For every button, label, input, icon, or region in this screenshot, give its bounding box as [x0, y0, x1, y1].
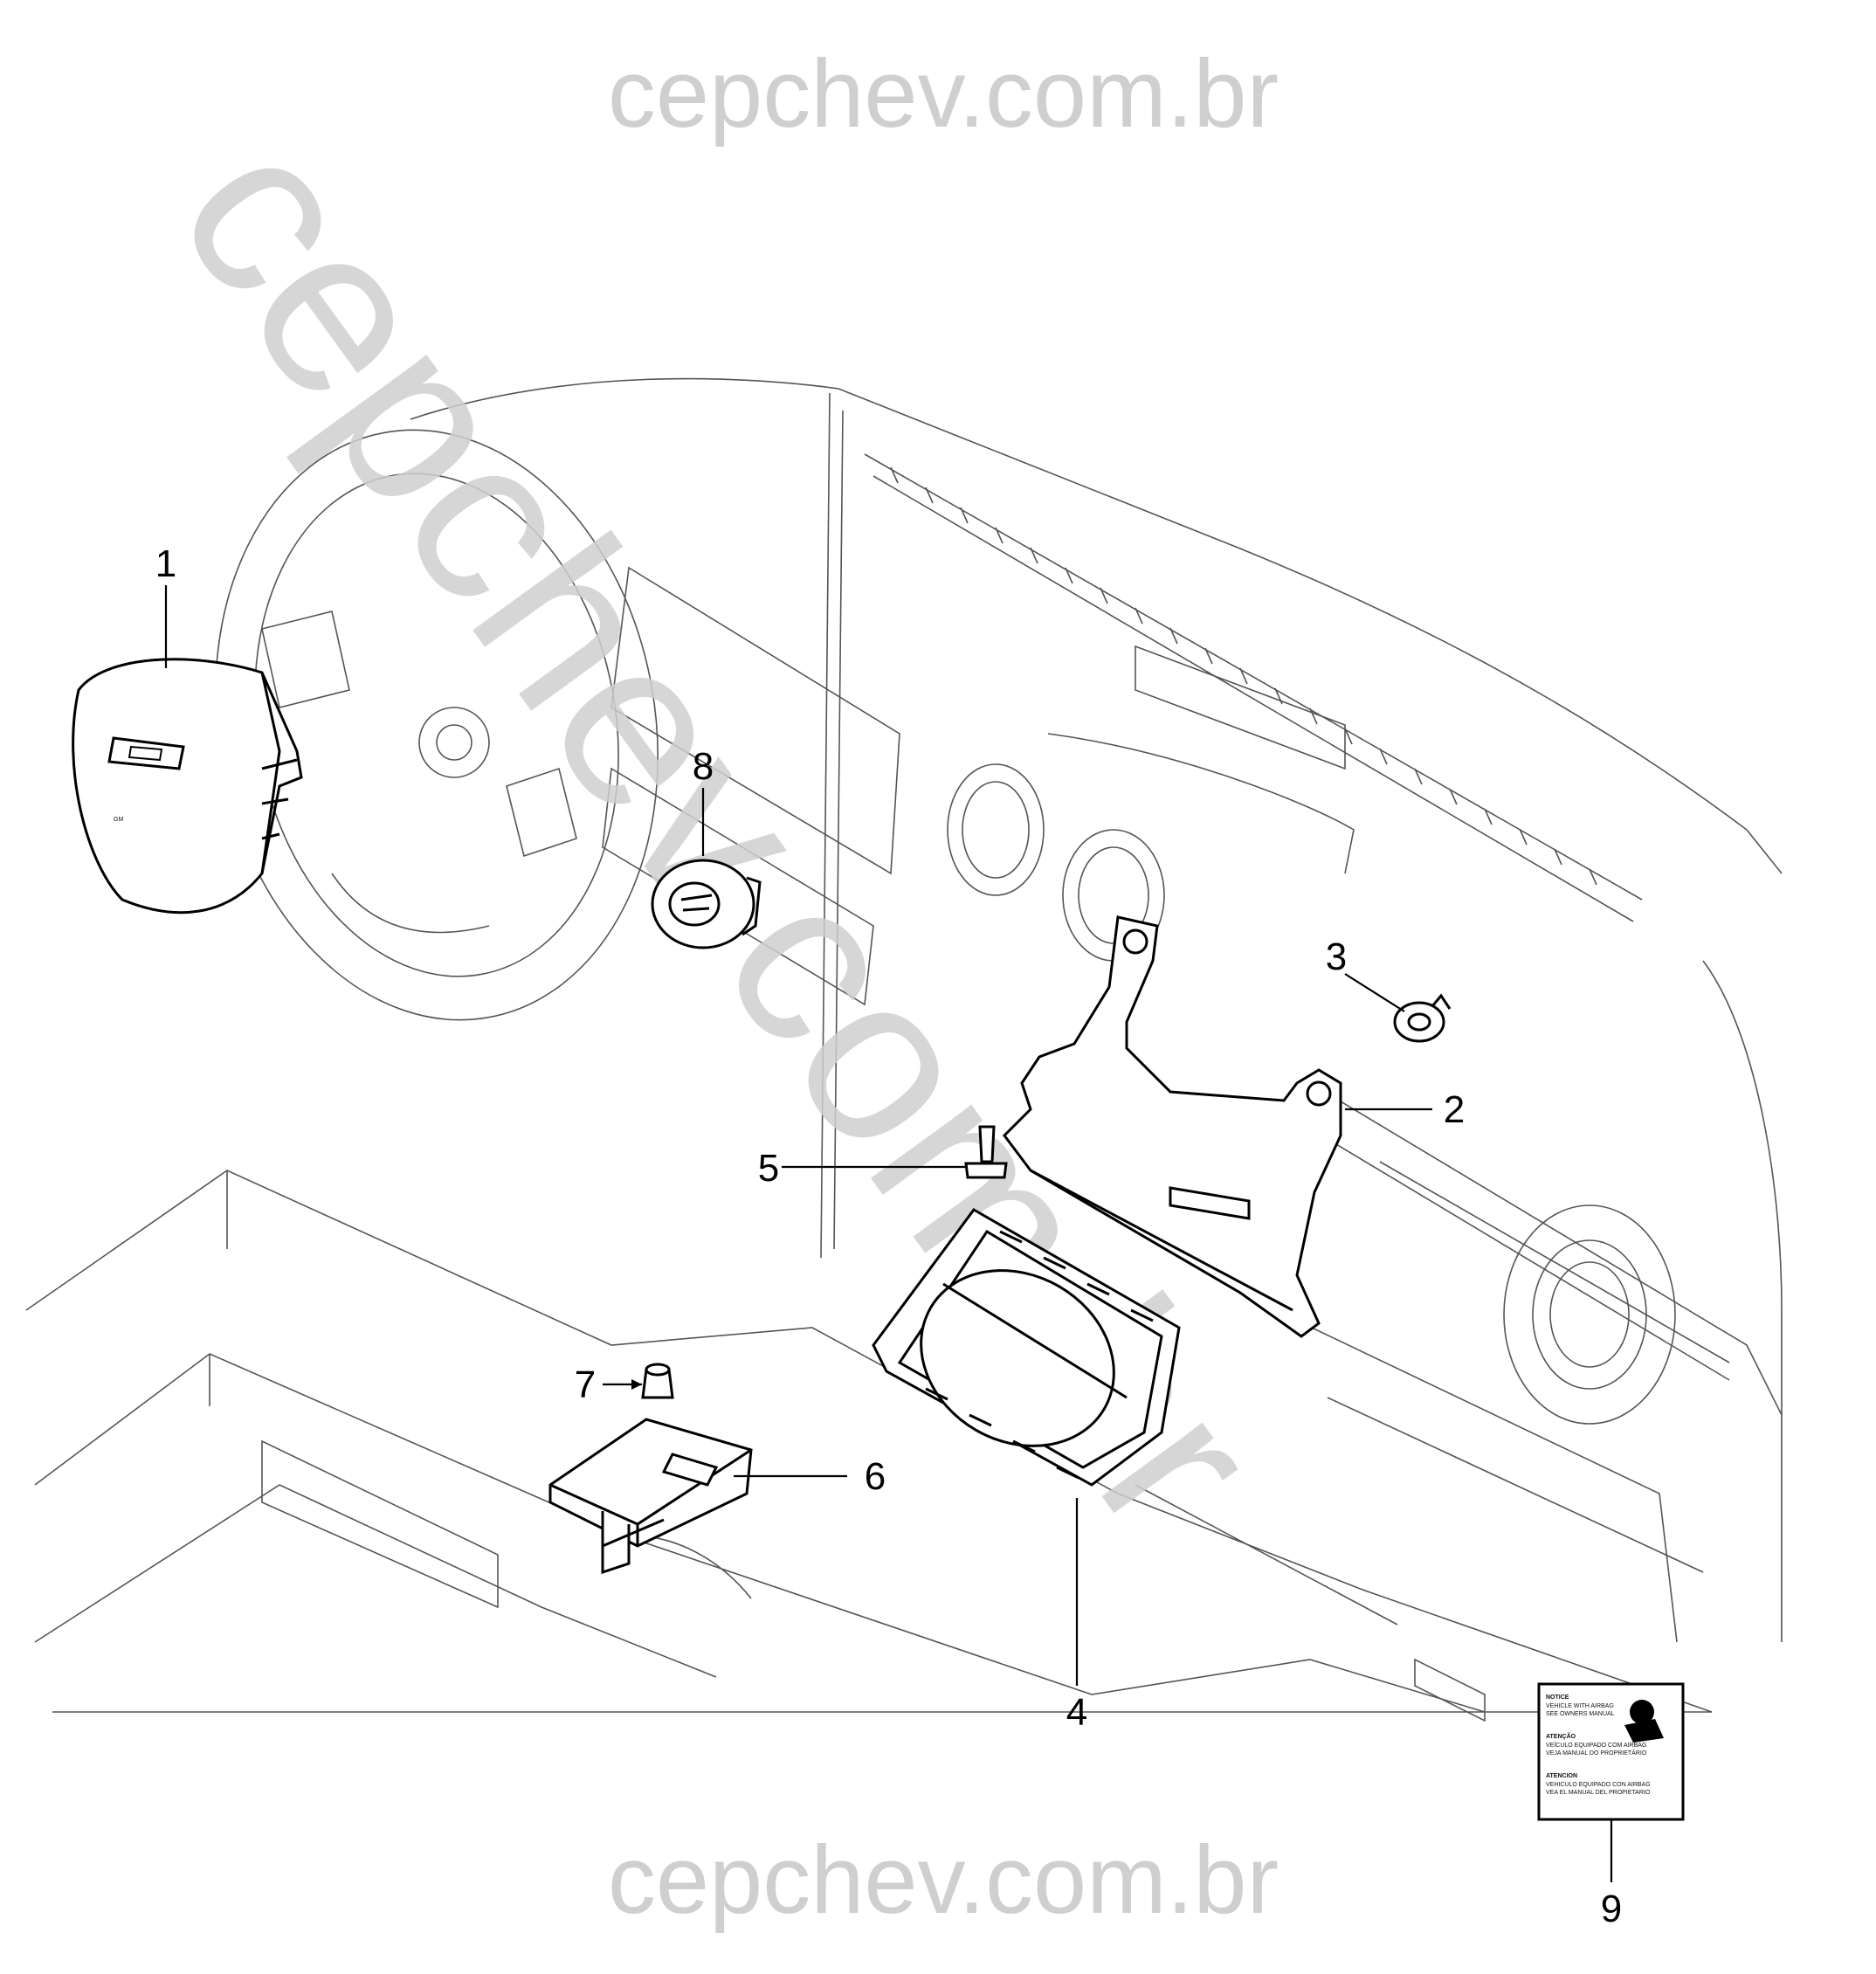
- nut-icon: [1393, 993, 1452, 1043]
- callout-1: 1: [155, 542, 176, 585]
- callout-4: 4: [1066, 1691, 1087, 1734]
- callout-2: 2: [1444, 1088, 1465, 1131]
- label-line-1: NOTICE: [1546, 1694, 1569, 1701]
- watermark-bottom: cepchev.com.br: [608, 1826, 1279, 1934]
- label-line-5: VEÍCULO EQUIPADO COM AIRBAG: [1546, 1741, 1646, 1749]
- nut-icon: [641, 1363, 674, 1399]
- callout-8: 8: [693, 745, 714, 788]
- bolt-icon: [964, 1125, 1008, 1179]
- callout-6: 6: [865, 1455, 886, 1498]
- passenger-airbag-module-icon: [872, 1208, 1181, 1487]
- callout-5: 5: [758, 1147, 779, 1190]
- airbag-warning-label-icon: NOTICE VEHICLE WITH AIRBAG SEE OWNERS MA…: [1537, 1682, 1685, 1821]
- callout-3: 3: [1326, 935, 1347, 978]
- callout-numbers: 1 2 3 4 5 6 7 8 9: [155, 542, 1622, 1930]
- label-line-8: VEHICULO EQUIPADO CON AIRBAG: [1546, 1782, 1651, 1788]
- defroster-vent-slots: [890, 466, 1597, 886]
- label-line-9: VEA EL MANUAL DEL PROPIETARIO: [1546, 1790, 1651, 1796]
- passenger-airbag-bracket-icon: [1003, 915, 1342, 1338]
- leader-lines: [164, 585, 1613, 1882]
- label-line-7: ATENCION: [1546, 1773, 1577, 1779]
- watermark-top: cepchev.com.br: [608, 40, 1279, 148]
- callout-7: 7: [575, 1363, 596, 1406]
- callout-9: 9: [1601, 1888, 1622, 1930]
- label-line-6: VEJA MANUAL DO PROPRIETÁRIO: [1546, 1749, 1647, 1757]
- label-line-4: ATENÇÃO: [1546, 1732, 1576, 1740]
- label-line-2: VEHICLE WITH AIRBAG: [1546, 1703, 1614, 1709]
- label-line-3: SEE OWNERS MANUAL: [1546, 1711, 1615, 1717]
- svg-text:GM: GM: [114, 817, 123, 823]
- background-vehicle-lineart: [25, 377, 1783, 1722]
- airbag-control-module-icon: [548, 1418, 753, 1575]
- clockspring-coil-icon: [651, 859, 762, 949]
- driver-airbag-module-icon: GM: [72, 658, 303, 915]
